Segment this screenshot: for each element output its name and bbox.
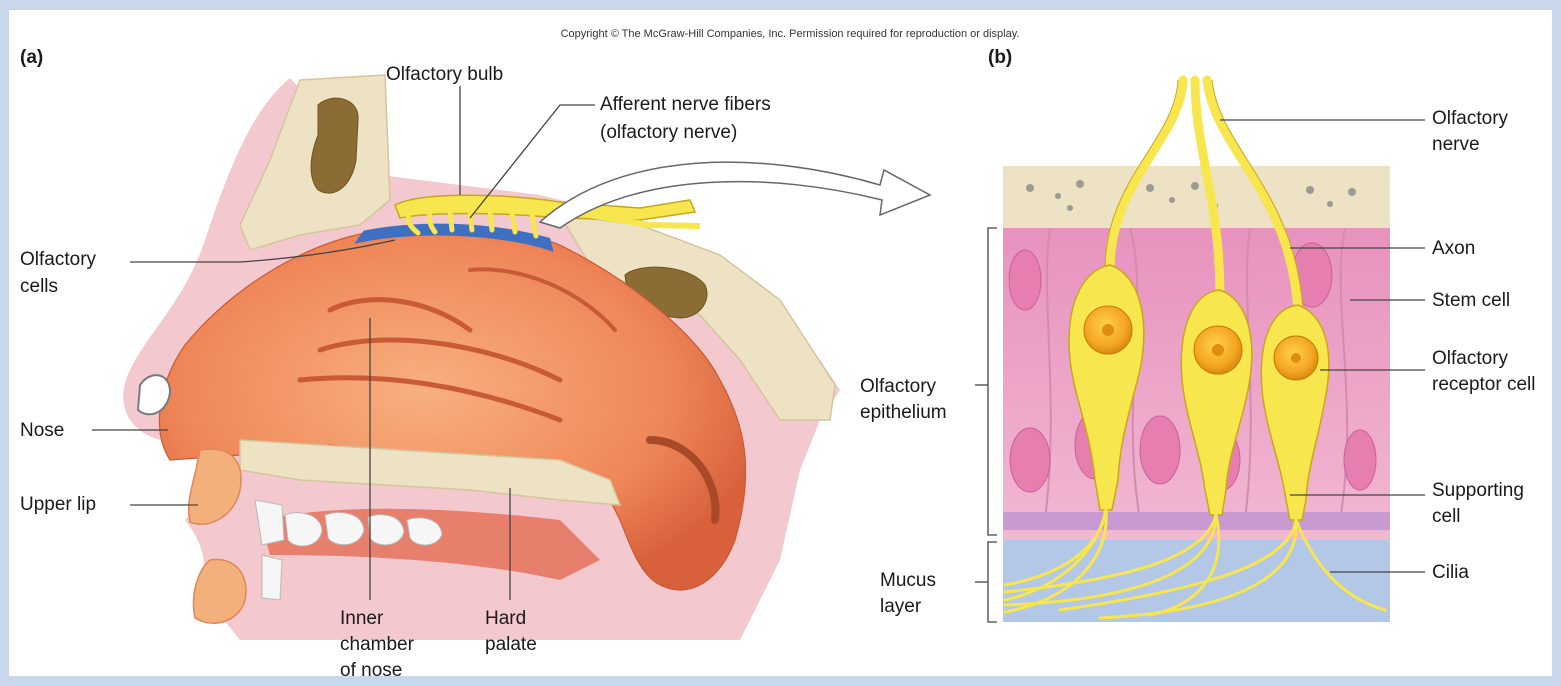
label-olfactory-nerve-a: (olfactory nerve): [600, 122, 737, 143]
label-olfactory-cells-1: Olfactory: [20, 249, 97, 270]
panel-b: (b): [860, 47, 1536, 622]
speckle: [1169, 197, 1175, 203]
label-receptor-cell-2: receptor cell: [1432, 374, 1536, 395]
receptor-nucleolus: [1102, 324, 1114, 336]
label-mucus-2: layer: [880, 596, 922, 617]
afferent-fiber: [512, 212, 515, 232]
label-nose: Nose: [20, 420, 64, 441]
bracket-mucus: [988, 542, 997, 622]
supporting-nucleus: [1344, 430, 1376, 490]
afferent-fiber: [450, 212, 452, 230]
label-supporting-cell-1: Supporting: [1432, 480, 1524, 501]
label-axon: Axon: [1432, 238, 1475, 259]
speckle: [1191, 182, 1199, 190]
label-stem-cell: Stem cell: [1432, 290, 1510, 311]
speckle: [1348, 188, 1356, 196]
label-mucus-1: Mucus: [880, 570, 936, 591]
label-receptor-cell-1: Olfactory: [1432, 348, 1509, 369]
receptor-nucleolus: [1291, 353, 1301, 363]
speckle: [1026, 184, 1034, 192]
label-olfactory-bulb: Olfactory bulb: [386, 64, 503, 85]
supporting-nucleus: [1010, 428, 1050, 492]
label-olfactory-nerve-2: nerve: [1432, 134, 1480, 155]
microvilli-band: [1003, 512, 1390, 530]
label-upper-lip: Upper lip: [20, 494, 96, 515]
speckle: [1076, 180, 1084, 188]
label-olfactory-cells-2: cells: [20, 276, 58, 297]
cribriform-bone: [1003, 166, 1390, 228]
speckle: [1055, 193, 1061, 199]
lower-tooth: [262, 555, 282, 600]
speckle: [1327, 201, 1333, 207]
label-olfactory-nerve-1: Olfactory: [1432, 108, 1509, 129]
label-hard-palate-2: palate: [485, 634, 537, 655]
panel-a: (a): [20, 47, 930, 681]
supporting-nucleus: [1009, 250, 1041, 310]
label-afferent-fibers: Afferent nerve fibers: [600, 94, 771, 115]
label-epithelium-2: epithelium: [860, 402, 947, 423]
afferent-fiber: [490, 212, 492, 230]
speckle: [1146, 184, 1154, 192]
label-inner-chamber-3: of nose: [340, 660, 402, 681]
speckle: [1067, 205, 1073, 211]
bracket-epithelium: [988, 228, 997, 535]
receptor-nucleolus: [1212, 344, 1224, 356]
copyright-notice: Copyright © The McGraw-Hill Companies, I…: [561, 28, 1020, 40]
label-cilia: Cilia: [1432, 562, 1469, 583]
label-supporting-cell-2: cell: [1432, 506, 1461, 527]
lower-lip-shape: [193, 559, 245, 623]
panel-b-tag: (b): [988, 47, 1012, 68]
label-inner-chamber-2: chamber: [340, 634, 415, 655]
label-hard-palate-1: Hard: [485, 608, 526, 629]
label-epithelium-1: Olfactory: [860, 376, 937, 397]
label-inner-chamber-1: Inner: [340, 608, 384, 629]
speckle: [1306, 186, 1314, 194]
afferent-fiber: [470, 212, 472, 230]
panel-a-tag: (a): [20, 47, 43, 68]
supporting-nucleus: [1140, 416, 1180, 484]
